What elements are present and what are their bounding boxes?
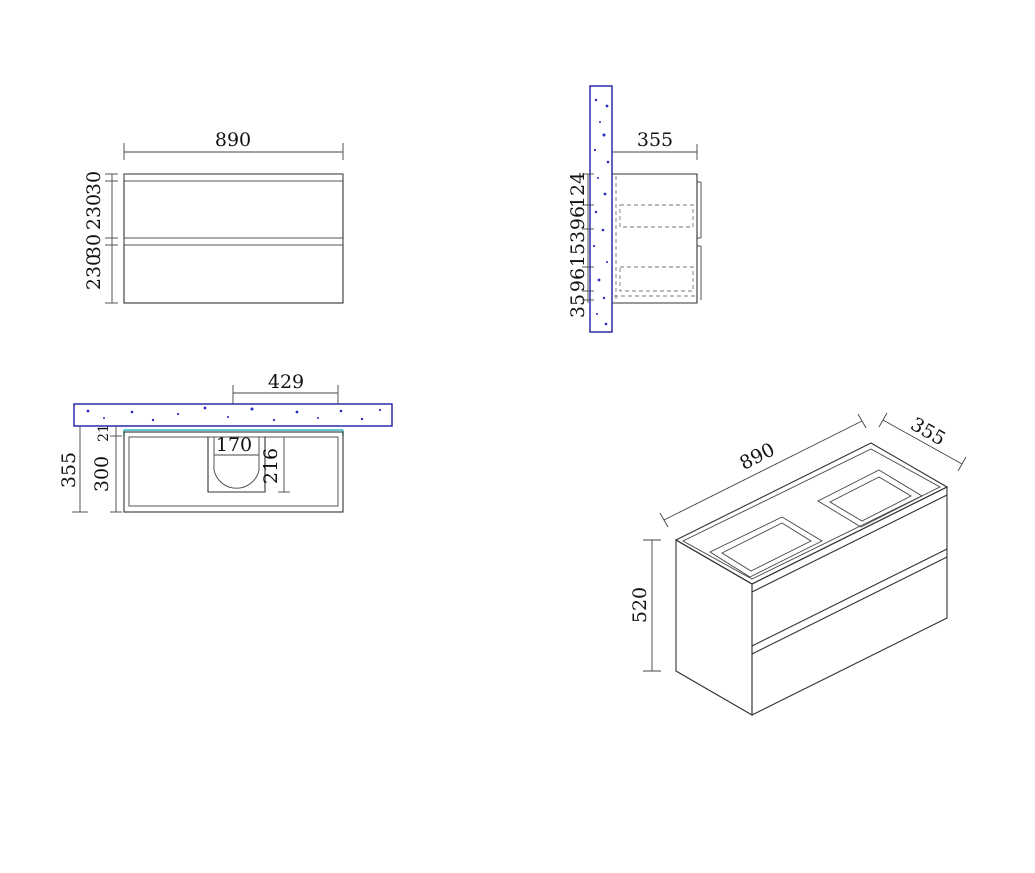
- side-wall: [589, 85, 613, 333]
- top-basin-offset-label: 429: [268, 371, 304, 393]
- front-height-label-3: 30: [83, 234, 105, 258]
- front-width-label: 890: [215, 129, 251, 151]
- iso-left-basin: [709, 516, 823, 578]
- iso-view: 890 355 520: [629, 412, 967, 716]
- side-height-label-3: 153: [567, 231, 589, 267]
- top-cabinet-outline: [123, 431, 344, 513]
- top-wall-speckles: [86, 406, 382, 422]
- top-basin-cutout: [207, 437, 266, 493]
- iso-side-face: [675, 539, 753, 716]
- front-cabinet-outline: [123, 173, 344, 304]
- front-top-handle-groove: [123, 173, 344, 182]
- top-total-depth-label: 355: [58, 452, 80, 488]
- top-body-depth-label: 300: [91, 456, 113, 492]
- top-basin-depth-label: 216: [260, 448, 282, 484]
- top-view: 429 170 216 355 300 21: [58, 371, 393, 513]
- front-height-label-1: 30: [83, 171, 105, 195]
- front-mid-handle-groove: [123, 237, 344, 246]
- side-height-label-4: 96: [567, 268, 589, 292]
- side-wall-speckles: [592, 98, 610, 326]
- iso-height-label: 520: [629, 587, 651, 623]
- iso-width-label: 890: [736, 439, 778, 475]
- side-depth-label: 355: [637, 129, 673, 151]
- front-height-label-4: 230: [83, 254, 105, 290]
- side-lower-drawer-hidden: [619, 266, 694, 292]
- top-basin-width-label: 170: [216, 434, 252, 456]
- top-gap-label: 21: [96, 424, 112, 442]
- iso-front-face: [751, 486, 948, 716]
- front-view: 890 30 230 30 230: [83, 129, 344, 304]
- side-view: 355 124 96 153 96 35: [567, 85, 702, 333]
- front-height-label-2: 230: [83, 194, 105, 230]
- iso-right-basin: [817, 469, 923, 528]
- side-height-label-5: 35: [567, 294, 589, 318]
- top-wall: [73, 403, 393, 427]
- side-height-label-2: 96: [567, 206, 589, 230]
- side-height-label-1: 124: [567, 172, 589, 208]
- side-upper-drawer-hidden: [619, 204, 694, 228]
